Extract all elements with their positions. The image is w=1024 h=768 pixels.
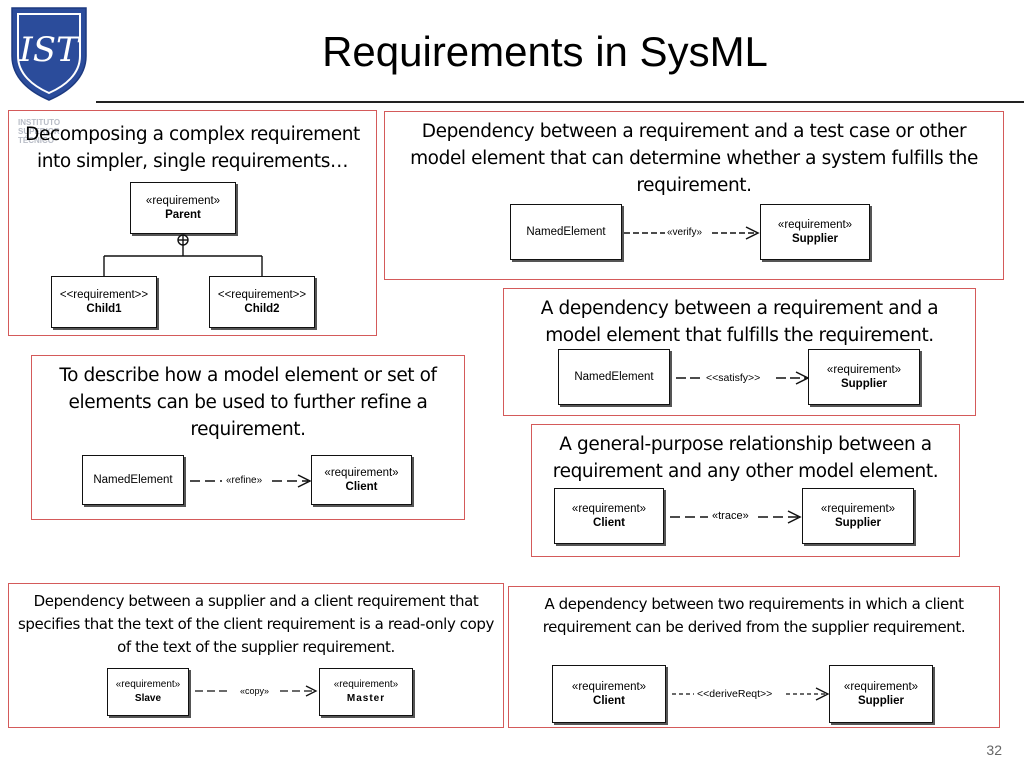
child2-name: Child2 [244, 303, 280, 315]
refine-box: To describe how a model element or set o… [31, 355, 465, 520]
satisfy-description: A dependency between a requirement and a… [540, 298, 939, 346]
verify-box: Dependency between a requirement and a t… [384, 111, 1004, 280]
copy-right-name: Master [346, 693, 386, 704]
derive-right-name: Supplier [857, 695, 904, 707]
verify-description: Dependency between a requirement and a t… [410, 121, 978, 196]
satisfy-right-name: Supplier [840, 378, 887, 390]
child1-name: Child1 [86, 303, 122, 315]
refine-right-name: Client [345, 481, 378, 493]
slide-title: Requirements in SysML [322, 28, 768, 75]
trace-right-name: Supplier [834, 517, 881, 529]
decompose-description: Decomposing a complex requirement into s… [25, 124, 360, 172]
trace-right-stereotype: «requirement» [820, 503, 896, 515]
child2-requirement-block: <<requirement>> Child2 [209, 276, 315, 328]
satisfy-left-label: NamedElement [574, 371, 654, 383]
satisfy-right-stereotype: «requirement» [826, 364, 902, 376]
derive-description: A dependency between two requirements in… [542, 595, 966, 636]
logo-caption: INSTITUTO SUPERIOR TÉCNICO [18, 118, 61, 145]
copy-left-name: Slave [134, 693, 162, 704]
verify-left-label: NamedElement [526, 226, 606, 238]
decompose-box: Decomposing a complex requirement into s… [8, 110, 377, 336]
satisfy-left-block: NamedElement [558, 349, 670, 405]
parent-stereotype: «requirement» [145, 195, 221, 207]
copy-description: Dependency between a supplier and a clie… [17, 592, 495, 656]
child1-stereotype: <<requirement>> [59, 289, 149, 301]
refine-right-block: «requirement» Client [311, 455, 412, 505]
title-divider [96, 101, 1024, 103]
derive-left-block: «requirement» Client [552, 665, 666, 723]
refine-right-stereotype: «requirement» [324, 467, 399, 479]
derive-box: A dependency between two requirements in… [508, 586, 1000, 728]
copy-connector-label: «copy» [240, 686, 270, 696]
ist-logo: IST [11, 7, 87, 101]
parent-requirement-block: «requirement» Parent [130, 182, 236, 234]
copy-left-block: «requirement» Slave [107, 668, 189, 716]
satisfy-right-block: «requirement» Supplier [808, 349, 920, 405]
derive-right-stereotype: «requirement» [843, 681, 919, 693]
child2-stereotype: <<requirement>> [217, 289, 307, 301]
refine-left-label: NamedElement [93, 474, 173, 486]
refine-left-block: NamedElement [82, 455, 184, 505]
derive-left-name: Client [593, 695, 625, 707]
trace-connector-label: «trace» [712, 510, 749, 522]
derive-left-stereotype: «requirement» [571, 681, 647, 693]
copy-box: Dependency between a supplier and a clie… [8, 583, 504, 728]
verify-right-name: Supplier [791, 233, 838, 245]
refine-connector-label: «refine» [226, 475, 263, 486]
satisfy-box: A dependency between a requirement and a… [503, 288, 976, 416]
svg-text:IST: IST [18, 30, 81, 70]
copy-right-stereotype: «requirement» [333, 679, 399, 690]
copy-right-block: «requirement» Master [319, 668, 413, 716]
trace-left-block: «requirement» Client [554, 488, 664, 544]
verify-right-block: «requirement» Supplier [760, 204, 870, 260]
copy-left-stereotype: «requirement» [115, 679, 181, 690]
verify-right-stereotype: «requirement» [777, 219, 853, 231]
trace-left-stereotype: «requirement» [571, 503, 647, 515]
trace-left-name: Client [593, 517, 625, 529]
parent-name: Parent [165, 209, 201, 221]
derive-right-block: «requirement» Supplier [829, 665, 933, 723]
refine-description: To describe how a model element or set o… [59, 365, 437, 440]
trace-description: A general-purpose relationship between a… [552, 434, 939, 482]
page-number: 32 [986, 742, 1002, 758]
verify-connector-label: «verify» [667, 227, 703, 238]
trace-right-block: «requirement» Supplier [802, 488, 914, 544]
derive-connector-label: <<deriveReqt>> [697, 688, 773, 700]
trace-box: A general-purpose relationship between a… [531, 424, 960, 557]
satisfy-connector-label: <<satisfy>> [706, 372, 761, 384]
verify-left-block: NamedElement [510, 204, 622, 260]
child1-requirement-block: <<requirement>> Child1 [51, 276, 157, 328]
